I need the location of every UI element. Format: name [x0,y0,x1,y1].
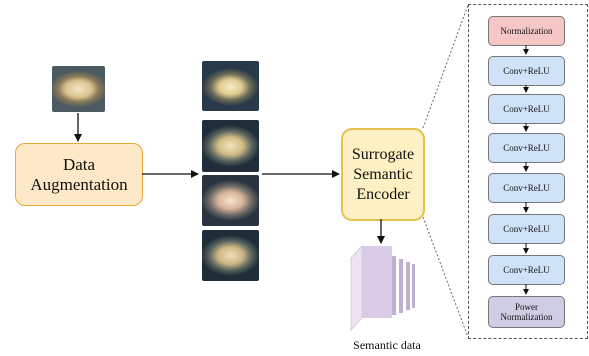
conv-relu-layer-3: Conv+ReLU [488,133,565,163]
input-image [52,66,105,112]
power-normalization-label-line2: Normalization [500,312,553,322]
encoder-detail-panel [468,4,588,339]
semantic-data-stack [350,244,415,332]
conv-relu-layer-6: Conv+ReLU [488,255,565,285]
conv-relu-layer-label: Conv+ReLU [503,183,550,193]
augmented-image-4 [202,230,259,281]
data-augmentation-box: Data Augmentation [15,143,143,206]
conv-relu-layer-label: Conv+ReLU [503,66,550,76]
conv-relu-layer-label: Conv+ReLU [503,265,550,275]
augmentation-label-line1: Data [62,154,96,174]
conv-relu-layer-label: Conv+ReLU [503,224,550,234]
conv-relu-layer-5: Conv+ReLU [488,214,565,244]
surrogate-semantic-encoder-box: Surrogate Semantic Encoder [341,128,425,221]
augmented-image-3 [202,175,259,226]
encoder-label-line1: Surrogate [351,145,415,163]
conv-relu-layer-2: Conv+ReLU [488,94,565,124]
conv-relu-layer-label: Conv+ReLU [503,104,550,114]
normalization-layer: Normalization [488,16,565,46]
encoder-label-line3: Encoder [356,185,410,203]
conv-relu-layer-1: Conv+ReLU [488,56,565,86]
zoom-line-top [422,4,469,129]
augmented-image-2 [202,120,259,172]
power-normalization-label-line1: Power [515,302,538,312]
conv-relu-layer-4: Conv+ReLU [488,173,565,203]
normalization-layer-label: Normalization [500,26,553,36]
semantic-data-label: Semantic data [353,338,421,352]
power-normalization-layer: Power Normalization [488,296,565,328]
augmented-image-1 [202,61,259,111]
encoder-label-line2: Semantic [353,165,413,183]
augmentation-label-line2: Augmentation [30,174,128,194]
conv-relu-layer-label: Conv+ReLU [503,143,550,153]
zoom-line-bottom [422,216,469,338]
